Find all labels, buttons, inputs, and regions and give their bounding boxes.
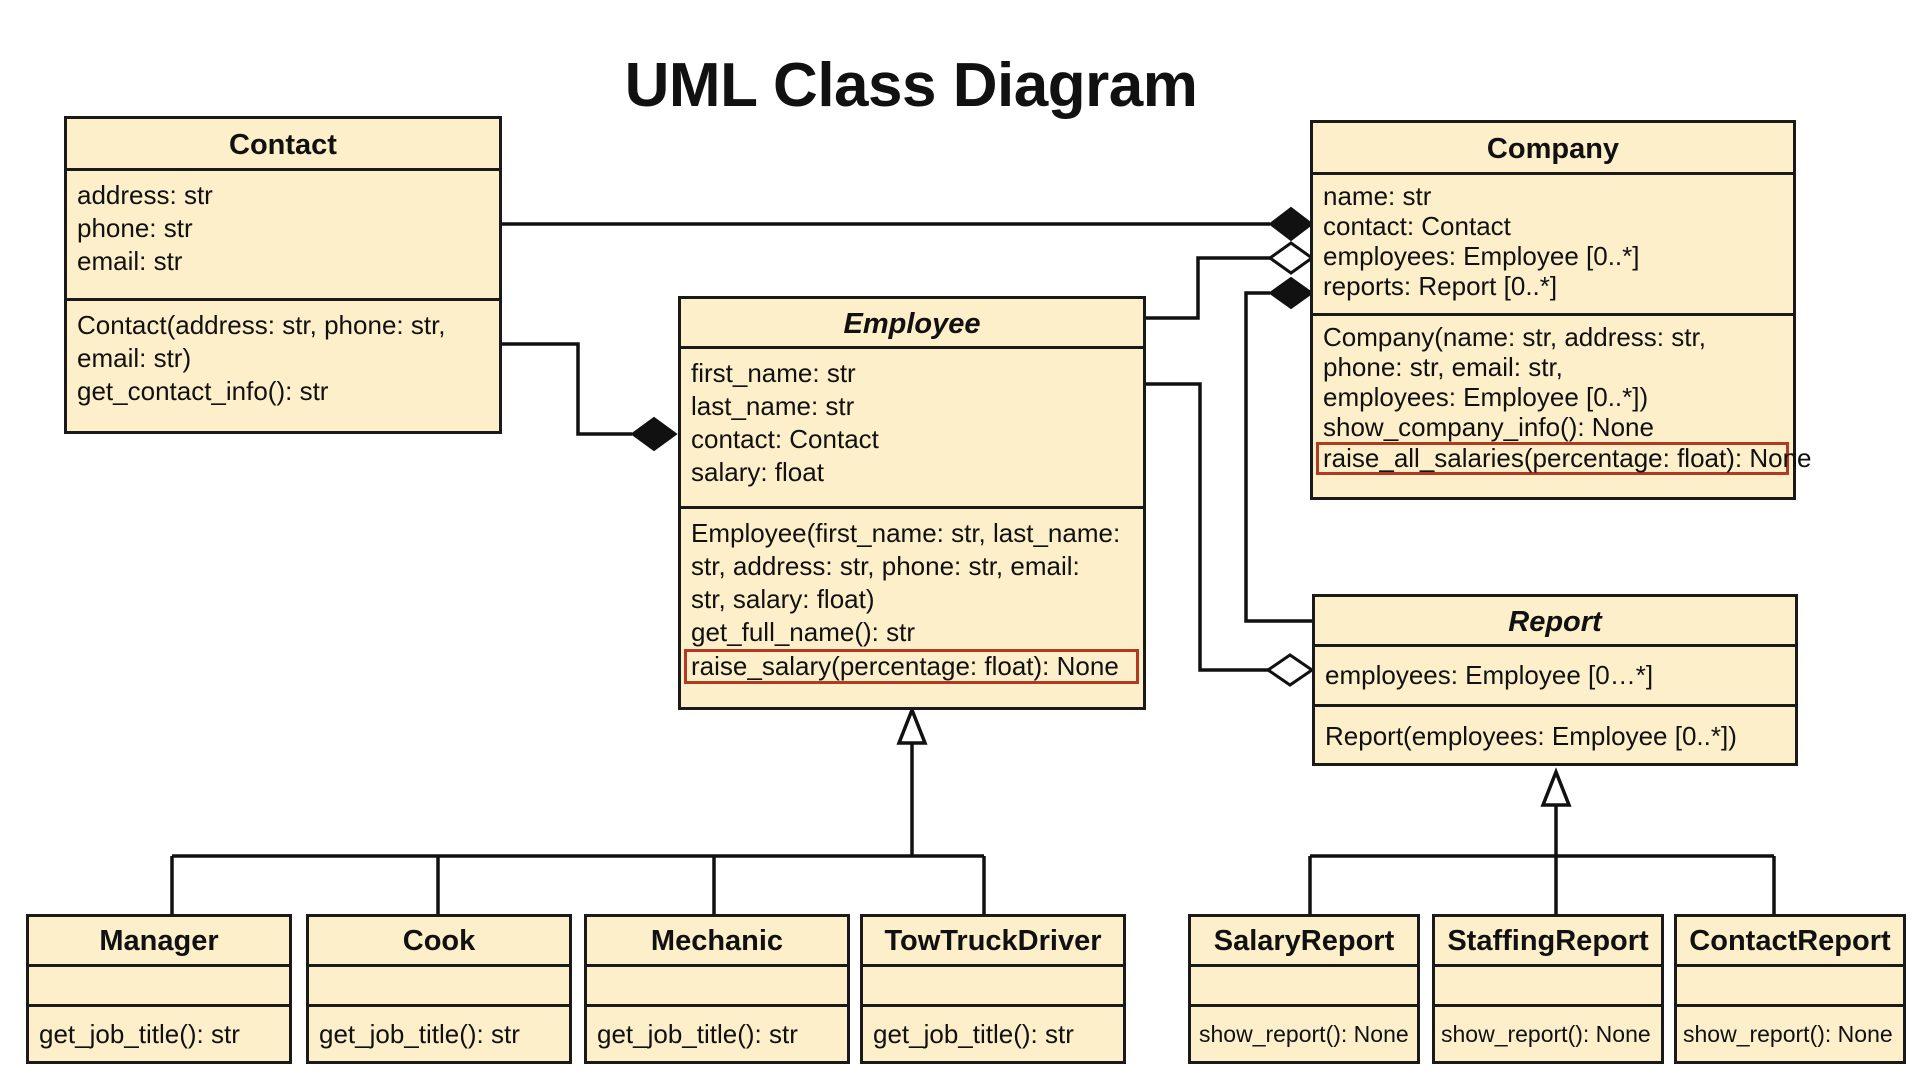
attribute: employees: Employee [0..*] (1323, 241, 1640, 271)
class-cook: Cook get_job_title(): str (306, 914, 572, 1064)
method: Company(name: str, address: str, (1323, 322, 1706, 352)
method: get_job_title(): str (873, 1019, 1074, 1049)
method: get_contact_info(): str (77, 376, 329, 406)
attributes-section (863, 967, 1123, 1007)
attributes-section: name: str contact: Contact employees: Em… (1313, 175, 1793, 316)
class-name: Cook (309, 917, 569, 967)
attributes-section (1435, 967, 1661, 1007)
method: str, address: str, phone: str, email: (691, 551, 1080, 581)
methods-section: Company(name: str, address: str, phone: … (1313, 316, 1812, 481)
class-mechanic: Mechanic get_job_title(): str (584, 914, 850, 1064)
aggregation-diamond-report-employees (1265, 653, 1315, 687)
composition-diamond-employee-contact (630, 416, 678, 452)
method: employees: Employee [0..*]) (1323, 382, 1649, 412)
method: str, salary: float) (691, 584, 875, 614)
method: Employee(first_name: str, last_name: (691, 518, 1121, 548)
attribute: last_name: str (691, 391, 855, 421)
method: show_company_info(): None (1323, 412, 1654, 442)
method: get_full_name(): str (691, 617, 915, 647)
methods-section: get_job_title(): str (863, 1007, 1123, 1061)
methods-section: Contact(address: str, phone: str, email:… (67, 301, 499, 416)
class-name: Report (1315, 597, 1795, 647)
composition-diamond-company-reports (1268, 276, 1314, 310)
methods-section: show_report(): None (1191, 1007, 1417, 1061)
class-name: ContactReport (1677, 917, 1903, 967)
class-name: Employee (681, 299, 1143, 349)
attribute: salary: float (691, 457, 824, 487)
report-company-composition-line (1244, 291, 1312, 623)
methods-section: get_job_title(): str (29, 1007, 289, 1061)
diagram-title: UML Class Diagram (624, 51, 1198, 120)
class-manager: Manager get_job_title(): str (26, 914, 292, 1064)
attributes-section (587, 967, 847, 1007)
class-towtruckdriver: TowTruckDriver get_job_title(): str (860, 914, 1126, 1064)
method: get_job_title(): str (39, 1019, 240, 1049)
attribute: first_name: str (691, 358, 856, 388)
class-contactreport: ContactReport show_report(): None (1674, 914, 1906, 1064)
methods-section: get_job_title(): str (587, 1007, 847, 1061)
methods-section: show_report(): None (1435, 1007, 1661, 1061)
contact-employee-composition-line (502, 342, 632, 436)
attribute: email: str (77, 246, 183, 276)
class-staffingreport: StaffingReport show_report(): None (1432, 914, 1664, 1064)
class-employee: Employee first_name: str last_name: str … (678, 296, 1146, 710)
attribute: contact: Contact (691, 424, 879, 454)
method: show_report(): None (1441, 1021, 1651, 1047)
attributes-section: address: str phone: str email: str (67, 171, 499, 301)
class-company: Company name: str contact: Contact emplo… (1310, 120, 1812, 500)
class-name: TowTruckDriver (863, 917, 1123, 967)
attribute: phone: str (77, 213, 193, 243)
attributes-section (1677, 967, 1903, 1007)
method: Contact(address: str, phone: str, (77, 310, 446, 340)
method: get_job_title(): str (319, 1019, 520, 1049)
aggregation-diamond-company-employees (1267, 241, 1315, 275)
inheritance-triangle-report (1540, 767, 1572, 807)
class-name: SalaryReport (1191, 917, 1417, 967)
method: show_report(): None (1199, 1021, 1409, 1047)
highlighted-method: raise_all_salaries(percentage: float): N… (1316, 442, 1812, 475)
attribute: reports: Report [0..*] (1323, 271, 1558, 301)
class-salaryreport: SalaryReport show_report(): None (1188, 914, 1420, 1064)
class-contact: Contact address: str phone: str email: s… (64, 116, 502, 434)
attributes-section (1191, 967, 1417, 1007)
method: phone: str, email: str, (1323, 352, 1563, 382)
attribute: employees: Employee [0…*] (1325, 660, 1654, 690)
attributes-section (29, 967, 289, 1007)
employee-report-aggregation-line (1146, 382, 1268, 672)
employee-company-aggregation-line (1146, 256, 1270, 320)
class-name: StaffingReport (1435, 917, 1661, 967)
attribute: contact: Contact (1323, 211, 1511, 241)
methods-section: Report(employees: Employee [0..*]) (1315, 707, 1795, 765)
class-name: Company (1313, 123, 1793, 175)
class-name: Contact (67, 119, 499, 171)
inheritance-triangle-employee (896, 705, 928, 745)
attribute: name: str (1323, 181, 1432, 211)
class-report: Report employees: Employee [0…*] Report(… (1312, 594, 1798, 766)
composition-diamond-company-contact (1268, 206, 1314, 242)
class-name: Mechanic (587, 917, 847, 967)
method: get_job_title(): str (597, 1019, 798, 1049)
class-name: Manager (29, 917, 289, 967)
attributes-section: first_name: str last_name: str contact: … (681, 349, 1143, 509)
methods-section: Employee(first_name: str, last_name: str… (681, 509, 1143, 692)
method: Report(employees: Employee [0..*]) (1325, 721, 1737, 751)
methods-section: show_report(): None (1677, 1007, 1903, 1061)
method: email: str) (77, 343, 192, 373)
attributes-section (309, 967, 569, 1007)
highlighted-method: raise_salary(percentage: float): None (684, 649, 1139, 684)
attribute: address: str (77, 180, 213, 210)
attributes-section: employees: Employee [0…*] (1315, 647, 1795, 707)
methods-section: get_job_title(): str (309, 1007, 569, 1061)
method: show_report(): None (1683, 1021, 1893, 1047)
